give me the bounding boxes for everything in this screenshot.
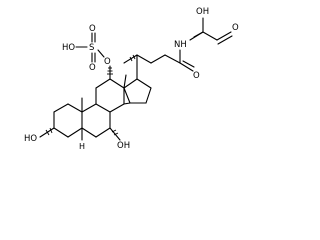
oh-c3-label: HO: [24, 134, 37, 144]
amide-nh-label: NH: [174, 40, 187, 50]
c3-hash-bond: [45, 127, 53, 136]
c12-hash-bond: [107, 67, 113, 75]
structure-diagram: OH O NH O HO S O O O H HO OH: [24, 7, 239, 151]
amide-o-label: O: [193, 71, 200, 81]
sulfonic-ho-label: HO: [62, 43, 75, 53]
oh-c7-label: OH: [117, 141, 130, 151]
carboxyl-o-label: O: [232, 23, 239, 33]
c7-hash-bond: [111, 129, 119, 136]
carboxyl-oh-label: OH: [196, 7, 209, 17]
ester-o-label: O: [104, 57, 111, 67]
methyl-hash-bond: [129, 54, 136, 62]
sulfate-o-top-label: O: [89, 24, 96, 34]
steroid-rings: [53, 74, 152, 138]
sulfate-bonds: [75, 32, 111, 80]
sulfate-o-bottom-label: O: [89, 63, 96, 73]
sulfur-label: S: [89, 43, 94, 53]
h-c5-label: H: [79, 142, 85, 151]
